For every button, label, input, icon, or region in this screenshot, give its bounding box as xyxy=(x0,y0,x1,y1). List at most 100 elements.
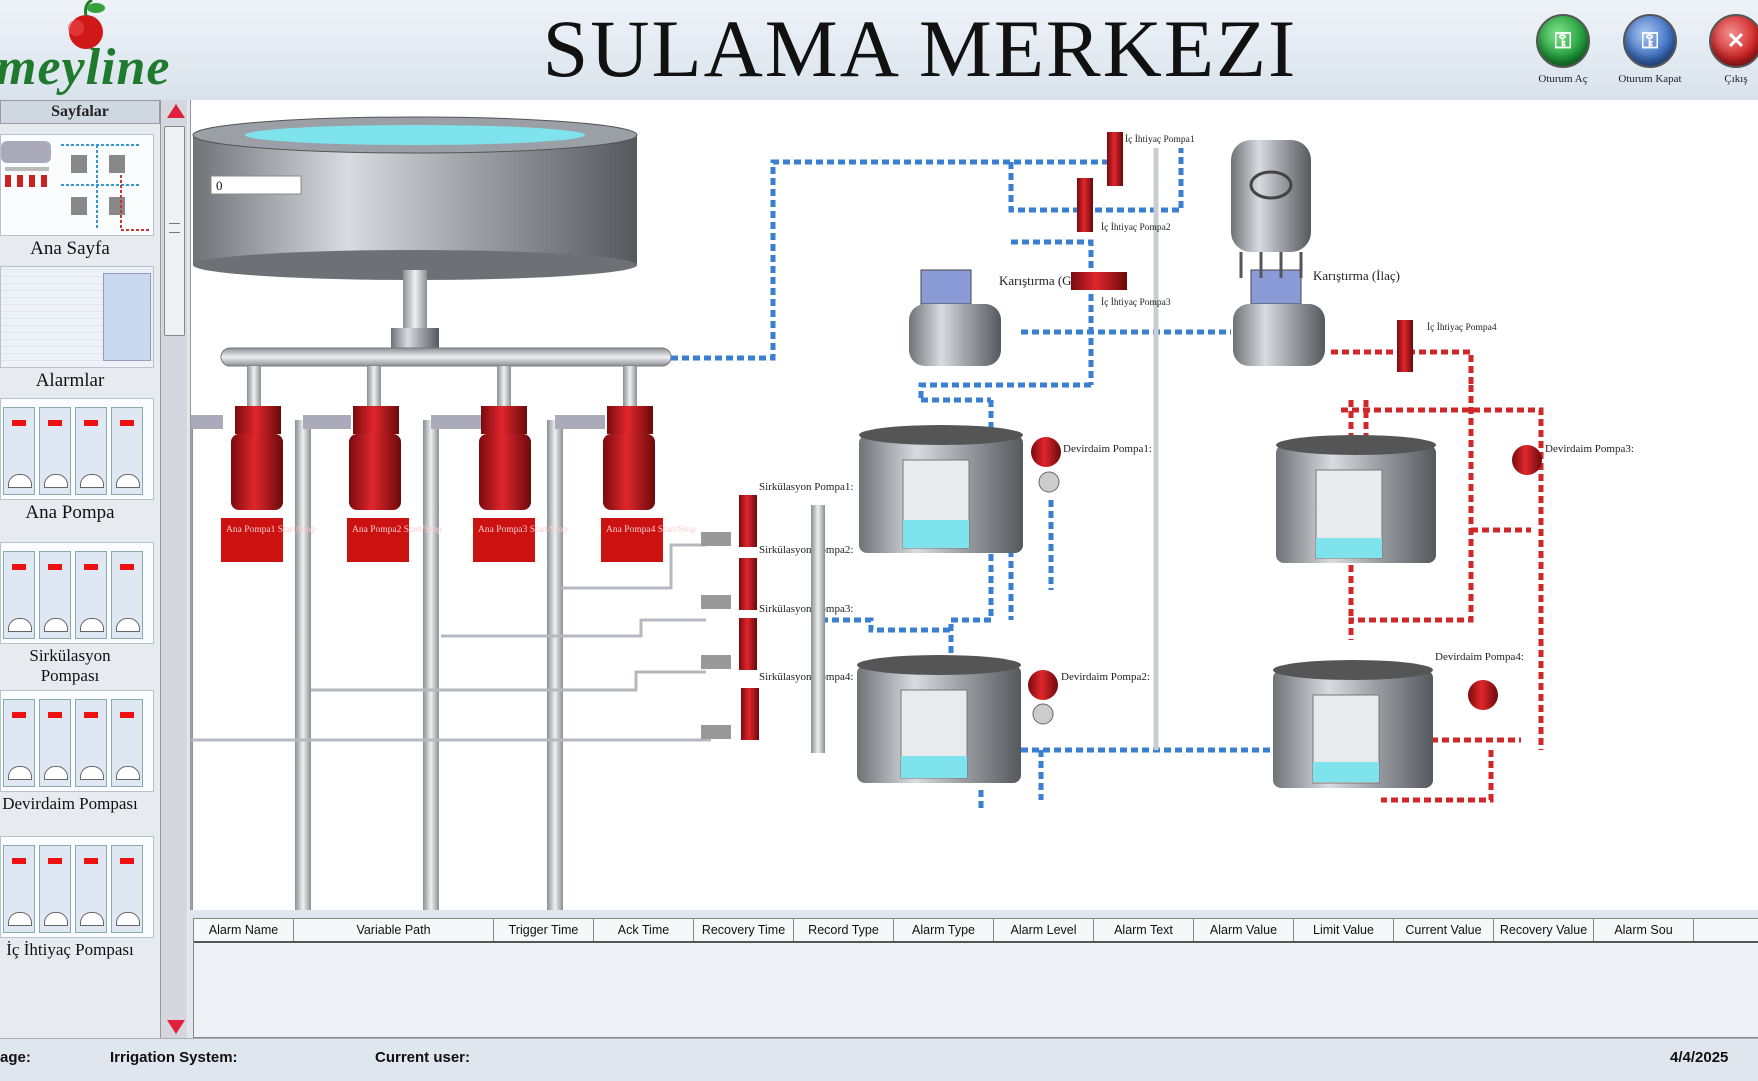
sidebar-item-ana-pompa[interactable]: Ana Pompa xyxy=(0,398,158,536)
column-header[interactable]: Recovery Value xyxy=(1494,919,1594,941)
sidebar-item-label: Ana Sayfa xyxy=(30,238,110,259)
close-icon: ✕ xyxy=(1709,14,1758,68)
pages-sidebar: Sayfalar Ana Sayfa Alarmlar Ana Pompa xyxy=(0,100,188,1038)
mixer-fertilizer xyxy=(909,269,1001,366)
main-pump-1[interactable] xyxy=(231,366,283,510)
internal-pump-1[interactable] xyxy=(1107,132,1123,186)
sidebar-item-label: Devirdaim Pompası xyxy=(2,794,138,813)
mixing-tank-1 xyxy=(859,425,1023,553)
recirc-pump-4[interactable] xyxy=(1468,680,1498,710)
sidebar-item-alarmlar[interactable]: Alarmlar xyxy=(0,266,158,404)
column-header[interactable]: Alarm Name xyxy=(194,919,294,941)
sidebar-title: Sayfalar xyxy=(0,100,160,124)
internal-pump-2[interactable] xyxy=(1077,178,1093,232)
circulation-pump-3-label: Sirkülasyon Pompa3: xyxy=(759,603,853,615)
tank-level-value: 0 xyxy=(216,178,223,193)
login-button-label: Oturum Aç xyxy=(1538,73,1588,85)
circulation-pump-1[interactable] xyxy=(701,495,757,547)
page-thumbnail xyxy=(0,266,154,368)
main-pump-3[interactable] xyxy=(479,366,531,510)
column-header[interactable]: Ack Time xyxy=(594,919,694,941)
mixing-tank-2 xyxy=(857,655,1021,783)
main-pump-1-start-stop-button[interactable] xyxy=(221,518,283,562)
recirc-pump-3[interactable] xyxy=(1512,445,1542,475)
column-header[interactable]: Current Value xyxy=(1394,919,1494,941)
exit-button-label: Çıkış xyxy=(1724,73,1748,85)
main-pump-1-label: Ana Pompa1 Start/Stop xyxy=(226,525,316,535)
main-pump-3-start-stop-button[interactable] xyxy=(473,518,535,562)
recirc-pump-2[interactable] xyxy=(1028,670,1058,725)
logout-button-label: Oturum Kapat xyxy=(1618,73,1682,85)
page-thumbnail xyxy=(0,836,154,938)
main-pump-4[interactable] xyxy=(603,366,655,510)
column-header[interactable]: Recovery Time xyxy=(694,919,794,941)
header-bar: meyline SULAMA MERKEZI ⚿ Oturum Aç ⚿ Otu… xyxy=(0,0,1758,100)
key-icon: ⚿ xyxy=(1623,14,1677,68)
sidebar-item-ana-sayfa[interactable]: Ana Sayfa xyxy=(0,134,158,272)
mixer-chemical xyxy=(1233,269,1325,366)
column-header[interactable]: Record Type xyxy=(794,919,894,941)
recirc-pump-2-label: Devirdaim Pompa2: xyxy=(1061,671,1150,683)
main-pump-4-start-stop-button[interactable] xyxy=(601,518,663,562)
circulation-pump-2-label: Sirkülasyon Pompa2: xyxy=(759,544,853,556)
sidebar-item-label: Sirkülasyon Pompası xyxy=(29,646,111,685)
scroll-up-icon[interactable] xyxy=(167,104,185,118)
main-pump-2[interactable] xyxy=(349,366,401,510)
internal-pump-4[interactable] xyxy=(1397,320,1413,372)
internal-pump-3-label: İç İhtiyaç Pompa3 xyxy=(1101,296,1171,308)
page-thumbnail xyxy=(0,398,154,500)
column-header[interactable]: Alarm Sou xyxy=(1594,919,1694,941)
irrigation-diagram: 0 Ana Pompa1 Start/Stop Ana Pompa2 Start… xyxy=(177,100,1758,910)
column-header[interactable]: Trigger Time xyxy=(494,919,594,941)
recirc-pump-1[interactable] xyxy=(1031,437,1061,493)
page-thumbnail xyxy=(0,690,154,792)
circulation-pump-4-label: Sirkülasyon Pompa4: xyxy=(759,671,853,683)
circulation-pump-2[interactable] xyxy=(701,558,757,610)
column-header[interactable]: Alarm Type xyxy=(894,919,994,941)
alarm-table-header: Alarm Name Variable Path Trigger Time Ac… xyxy=(194,919,1758,943)
status-bar: age: Irrigation System: Current user: 4/… xyxy=(0,1038,1758,1081)
company-logo: meyline xyxy=(0,0,210,100)
circulation-pump-4[interactable] xyxy=(701,688,759,740)
column-header[interactable]: Alarm Level xyxy=(994,919,1094,941)
sidebar-scrollbar[interactable] xyxy=(160,100,187,1038)
scroll-down-icon[interactable] xyxy=(167,1020,185,1034)
internal-pump-3[interactable] xyxy=(1071,272,1127,290)
pressure-vessel xyxy=(1231,140,1311,278)
main-pump-2-label: Ana Pompa2 Start/Stop xyxy=(352,525,442,535)
exit-button[interactable]: ✕ Çıkış xyxy=(1700,14,1758,100)
alarm-table[interactable]: Alarm Name Variable Path Trigger Time Ac… xyxy=(193,918,1758,1038)
mixing-tank-3 xyxy=(1276,435,1436,563)
page-title: SULAMA MERKEZI xyxy=(542,3,1298,94)
sidebar-item-ic-ihtiyac-pompasi[interactable]: İç İhtiyaç Pompası xyxy=(0,836,158,974)
recirc-pump-1-label: Devirdaim Pompa1: xyxy=(1063,443,1152,455)
column-header[interactable]: Variable Path xyxy=(294,919,494,941)
scrollbar-thumb[interactable] xyxy=(164,126,185,336)
circulation-pump-1-label: Sirkülasyon Pompa1: xyxy=(759,481,853,493)
column-header[interactable]: Limit Value xyxy=(1294,919,1394,941)
recirc-pump-4-label: Devirdaim Pompa4: xyxy=(1435,651,1524,663)
sidebar-item-label: İç İhtiyaç Pompası xyxy=(6,940,134,959)
sidebar-item-label: Ana Pompa xyxy=(25,502,115,523)
logout-button[interactable]: ⚿ Oturum Kapat xyxy=(1614,14,1686,100)
status-date: 4/4/2025 xyxy=(1670,1049,1729,1066)
main-pump-3-label: Ana Pompa3 Start/Stop xyxy=(478,525,568,535)
main-pump-2-start-stop-button[interactable] xyxy=(347,518,409,562)
status-system-label: Irrigation System: xyxy=(110,1049,238,1066)
circulation-pump-3[interactable] xyxy=(701,618,757,670)
sidebar-item-label: Alarmlar xyxy=(35,370,105,391)
status-user-label: Current user: xyxy=(375,1049,471,1066)
column-header[interactable]: Alarm Text xyxy=(1094,919,1194,941)
mixing-tank-4 xyxy=(1273,660,1433,788)
login-button[interactable]: ⚿ Oturum Aç xyxy=(1527,14,1599,100)
main-pump-4-label: Ana Pompa4 Start/Stop xyxy=(606,525,696,535)
status-page-label: age: xyxy=(0,1049,31,1066)
tank-level-field[interactable] xyxy=(210,175,302,195)
page-thumbnail xyxy=(0,134,154,236)
column-header[interactable]: Alarm Value xyxy=(1194,919,1294,941)
logo-text: meyline xyxy=(0,39,171,96)
sidebar-item-sirkulasyon-pompasi[interactable]: Sirkülasyon Pompası xyxy=(0,542,158,685)
recirc-pump-3-label: Devirdaim Pompa3: xyxy=(1545,443,1634,455)
internal-pump-2-label: İç İhtiyaç Pompa2 xyxy=(1101,221,1171,233)
sidebar-item-devirdaim-pompasi[interactable]: Devirdaim Pompası xyxy=(0,690,158,828)
